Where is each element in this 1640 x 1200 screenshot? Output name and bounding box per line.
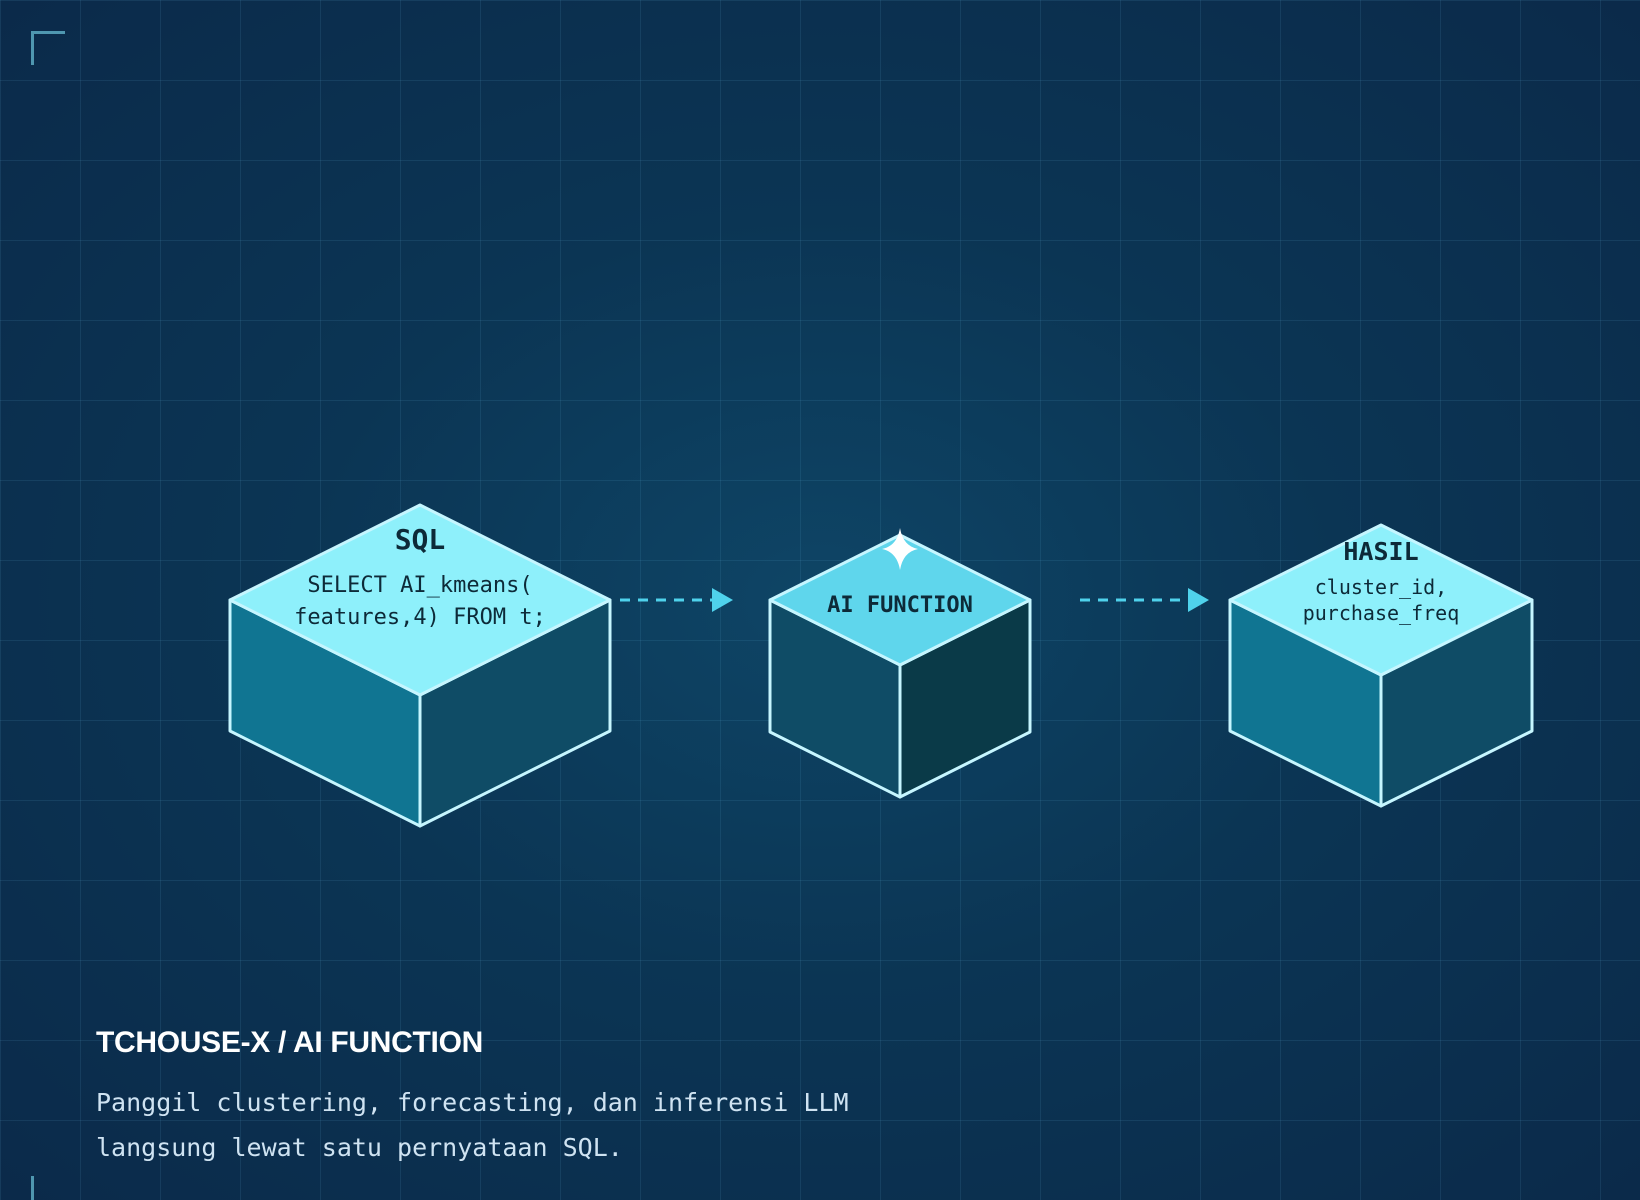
result-cube-top-face bbox=[1228, 523, 1534, 677]
result-block-line-2: purchase_freq bbox=[1303, 601, 1460, 625]
flow-arrow-1 bbox=[620, 588, 733, 612]
ai-cube-top-face bbox=[768, 533, 1032, 667]
flow-arrow-2 bbox=[1080, 588, 1209, 612]
caption-description: Panggil clustering, forecasting, dan inf… bbox=[96, 1080, 916, 1170]
ai-function-block: AI FUNCTION bbox=[768, 528, 1032, 799]
corner-bracket-bottom-left bbox=[31, 1176, 34, 1200]
caption-line-2: langsung lewat satu pernyataan SQL. bbox=[96, 1133, 623, 1162]
corner-bracket-top-left bbox=[31, 31, 65, 65]
result-block-line-1: cluster_id, bbox=[1315, 575, 1447, 599]
result-block: HASIL cluster_id, purchase_freq bbox=[1228, 523, 1534, 808]
sql-cube-top-face bbox=[228, 503, 612, 697]
sql-block-line-2: features,4) FROM t; bbox=[294, 605, 546, 630]
sql-block-line-1: SELECT AI_kmeans( bbox=[307, 573, 532, 598]
caption-title: TCHOUSE-X / AI FUNCTION bbox=[96, 1026, 483, 1059]
sql-block: SQL SELECT AI_kmeans( features,4) FROM t… bbox=[228, 503, 612, 828]
ai-block-title: AI FUNCTION bbox=[827, 593, 973, 618]
result-block-title: HASIL bbox=[1343, 537, 1418, 566]
sql-block-title: SQL bbox=[395, 523, 446, 556]
sparkle-icon bbox=[882, 528, 918, 570]
caption-line-1: Panggil clustering, forecasting, dan inf… bbox=[96, 1088, 849, 1117]
caption: TCHOUSE-X / AI FUNCTION Panggil clusteri… bbox=[96, 1026, 916, 1170]
